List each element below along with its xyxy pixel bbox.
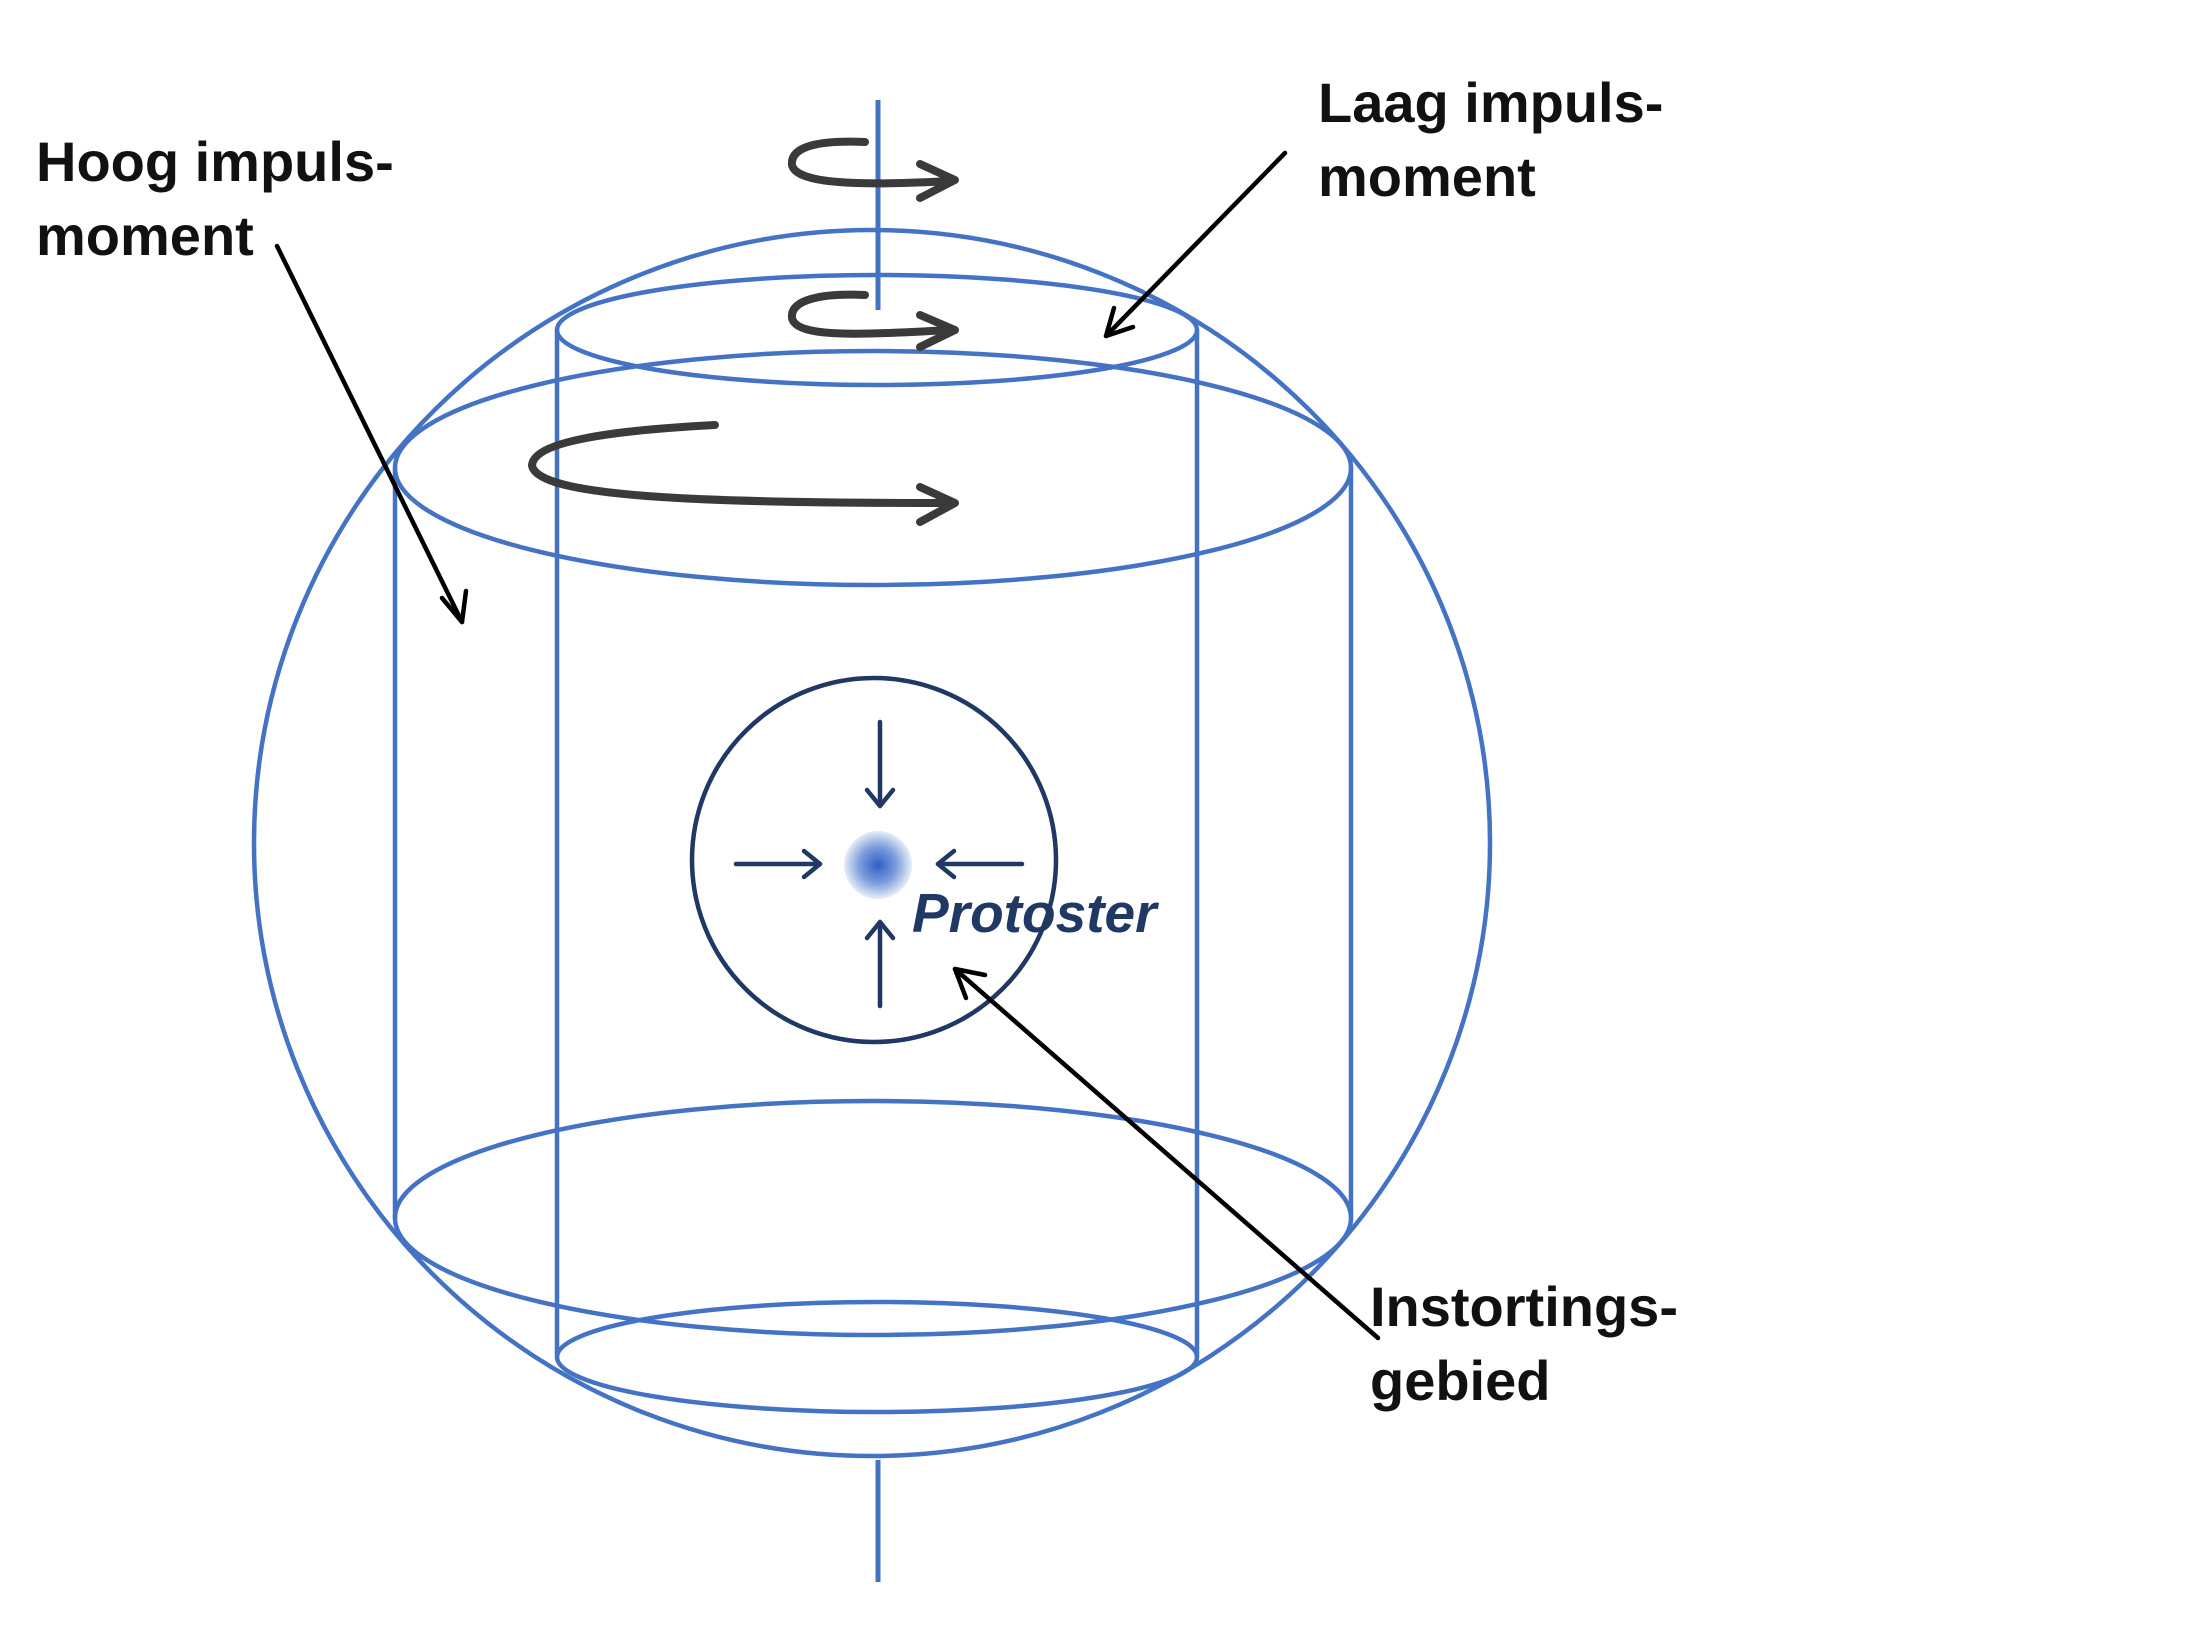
collapse-arrow-down [864,719,896,809]
label-high-line-1: Hoog impuls- [36,130,394,193]
label-protostar: Protoster [912,882,1157,944]
label-low-angular-momentum: Laag impuls- moment [1318,66,1663,214]
rotation-arrow-middle [788,290,959,351]
rotation-arrow-large [528,421,959,526]
protostar-core [844,831,912,899]
collapse-arrows [733,719,1025,1009]
label-collapse-line-2: gebied [1370,1349,1551,1412]
label-low-line-2: moment [1318,145,1536,208]
label-high-line-2: moment [36,204,254,267]
label-high-angular-momentum: Hoog impuls- moment [36,125,394,273]
rotation-arrows [528,137,959,526]
rotation-arrow-top [788,137,959,202]
collapse-arrow-up [864,919,896,1009]
collapse-arrow-right [733,848,823,880]
pointer-arrow-collapse-region [952,966,1381,1341]
outer-cylinder [392,348,1354,1338]
collapse-arrow-left [935,848,1025,880]
label-collapse-line-1: Instortings- [1370,1275,1678,1338]
inner-cylinder [554,272,1200,1415]
pointer-arrows [274,150,1381,1341]
collapse-region-circle [689,675,1059,1045]
pointer-arrow-high-momentum [274,243,469,625]
label-collapse-region: Instortings- gebied [1370,1270,1678,1418]
pointer-arrow-low-momentum [1103,150,1288,339]
cloud-sphere [251,227,1493,1459]
inner-cylinder-bottom-ellipse [554,1299,1200,1415]
label-low-line-1: Laag impuls- [1318,71,1664,134]
